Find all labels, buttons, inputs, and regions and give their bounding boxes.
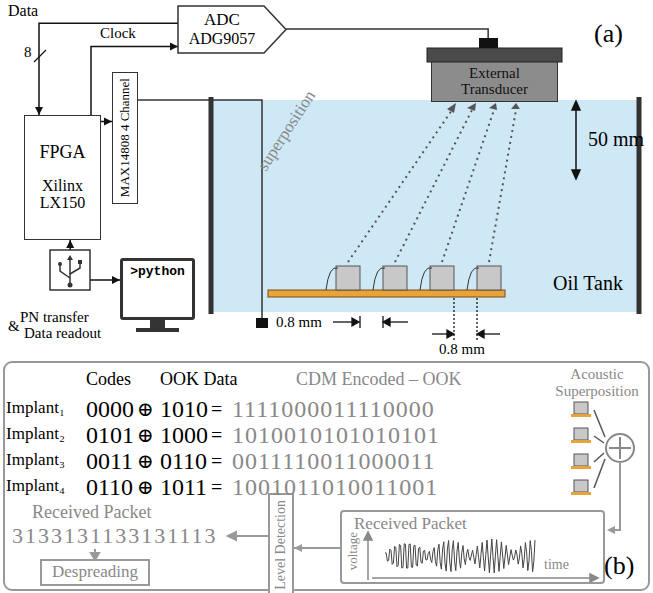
implant-icons <box>571 402 591 495</box>
connector <box>35 23 178 115</box>
annotation-label: ⊕ <box>137 424 154 446</box>
annotation-label: 0011110011000011 <box>232 448 436 474</box>
board-connector <box>256 318 268 328</box>
node-text: Received Packet <box>354 515 467 534</box>
fpga-box: FPGA Xilinx LX150 <box>24 115 101 240</box>
connector <box>101 118 112 126</box>
annotation-label: & <box>8 318 20 335</box>
driver-box: MAX14808 4 Channel <box>112 72 138 204</box>
node-text: Despreading <box>52 563 138 582</box>
bus-slash <box>34 50 46 62</box>
annotation-label: Implant₃ <box>6 451 65 470</box>
annotation-label: Implant₄ <box>6 477 65 496</box>
signal-line <box>613 462 620 530</box>
node-text: External Transducer <box>438 65 551 98</box>
annotation-label: = <box>211 450 222 472</box>
annotation-label: 0.8 mm <box>439 341 485 358</box>
dimension-0-8mm <box>333 298 500 340</box>
annotation-label: 8 <box>24 44 32 61</box>
annotation-label: Received Packet <box>32 503 151 523</box>
monitor-base <box>136 328 179 332</box>
annotation-label: = <box>211 398 222 420</box>
annotation-label: Acoustic Superposition <box>548 366 646 399</box>
summing-junction <box>606 434 634 462</box>
arrowhead <box>170 42 178 50</box>
arrowhead <box>35 107 43 115</box>
adc-block: ADCADG9057 <box>178 6 286 53</box>
implant-wires <box>326 268 479 290</box>
annotation-label: 0101 <box>86 422 134 448</box>
node-text: Xilinx LX150 <box>31 177 94 212</box>
connector <box>294 544 340 552</box>
implants <box>336 266 501 290</box>
annotation-label: Data readout <box>24 325 101 342</box>
acoustic-arrowheads <box>447 103 520 113</box>
node-text: >python <box>130 265 185 279</box>
node-text: MAX14808 4 Channel <box>118 78 132 197</box>
received-packet-box: Received Packet <box>340 510 605 584</box>
node-text: FPGA <box>39 143 85 163</box>
annotation-label: voltage <box>346 532 360 570</box>
tank-wall <box>209 97 214 314</box>
annotation-label: 50 mm <box>588 128 644 150</box>
annotation-label: Codes <box>86 370 131 390</box>
annotation-label: Oil Tank <box>553 272 623 294</box>
annotation-label: = <box>211 476 222 498</box>
node-text: ADG9057 <box>189 30 256 48</box>
waveform <box>385 539 535 573</box>
annotation-label: (b) <box>604 552 634 581</box>
annotation-label: Implant₂ <box>6 425 65 444</box>
arrowhead <box>104 118 112 126</box>
annotation-label: Implant₁ <box>6 399 65 418</box>
annotation-label: 0011 <box>86 448 133 474</box>
monitor: >python <box>120 258 195 320</box>
annotation-label: ⊕ <box>137 398 154 420</box>
usb-icon <box>50 250 90 290</box>
annotation-label: 1000 <box>160 422 208 448</box>
annotation-label: 1001011010011001 <box>232 474 438 500</box>
node-text: Level Detection <box>273 500 288 590</box>
arrowhead <box>112 276 120 284</box>
panel-frame <box>4 362 649 590</box>
level-detection-box: Level Detection <box>268 493 294 593</box>
acoustic-paths <box>348 110 516 262</box>
transducer-connector <box>479 38 498 48</box>
annotation-label: = <box>211 424 222 446</box>
connector <box>66 240 120 284</box>
annotation-label: 0110 <box>160 448 207 474</box>
transducer-box: External Transducer <box>431 61 558 102</box>
annotation-label: ⊕ <box>137 476 154 498</box>
plot-axes <box>364 532 598 582</box>
annotation-label: 0000 <box>86 396 134 422</box>
annotation-label: 3133131133131113 <box>12 524 218 548</box>
annotation-label: 1010 <box>160 396 208 422</box>
annotation-label: 1111000011110000 <box>232 396 435 422</box>
summing-arrows <box>594 410 605 488</box>
annotation-label: PN transfer <box>20 309 89 326</box>
annotation-label: 0.8 mm <box>276 314 322 331</box>
annotation-label: time <box>544 557 569 572</box>
arrowhead <box>66 240 74 248</box>
edge-label: Clock <box>100 25 136 42</box>
annotation-label: 0110 <box>86 474 133 500</box>
annotation-label: ⊕ <box>137 450 154 472</box>
annotation-label: OOK Data <box>160 370 237 390</box>
node-text: ADC <box>204 11 240 30</box>
annotation-label: (a) <box>594 20 623 49</box>
annotation-label: CDM Encoded – OOK <box>296 370 461 390</box>
pcb-board <box>268 290 505 297</box>
edge-label: Data <box>8 2 38 20</box>
annotation-label: 1011 <box>160 474 207 500</box>
despreading-box: Despreading <box>40 559 150 586</box>
arrowhead <box>294 544 302 552</box>
monitor-stand <box>150 320 165 328</box>
dimension-50mm <box>572 101 580 179</box>
connector <box>286 29 488 61</box>
annotation-label: 1010010101010101 <box>232 422 440 448</box>
